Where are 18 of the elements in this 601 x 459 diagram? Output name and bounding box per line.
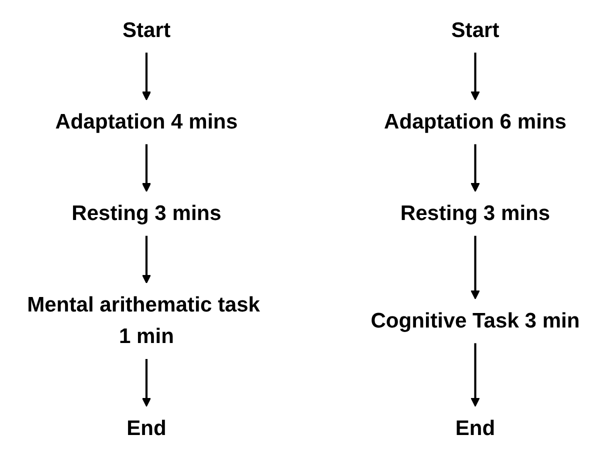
node-text: End: [455, 416, 496, 440]
node-text: Start: [451, 18, 500, 42]
arrow: [470, 236, 480, 300]
node-text: Resting 3 mins: [72, 202, 222, 226]
arrow: [142, 144, 152, 192]
arrow: [142, 52, 152, 100]
node-text: Mental arithematic task 1 min: [27, 294, 260, 348]
node-text: Resting 3 mins: [400, 202, 550, 226]
node-text: Adaptation 4 mins: [55, 110, 238, 134]
arrow: [470, 343, 480, 407]
arrow: [142, 236, 152, 284]
node-text: Adaptation 6 mins: [384, 110, 567, 134]
arrow: [470, 144, 480, 192]
node-text: End: [126, 416, 166, 440]
node-text: Start: [122, 18, 170, 42]
arrow: [470, 52, 480, 100]
arrow: [142, 359, 152, 407]
node-text: Cognitive Task 3 min: [370, 310, 580, 333]
